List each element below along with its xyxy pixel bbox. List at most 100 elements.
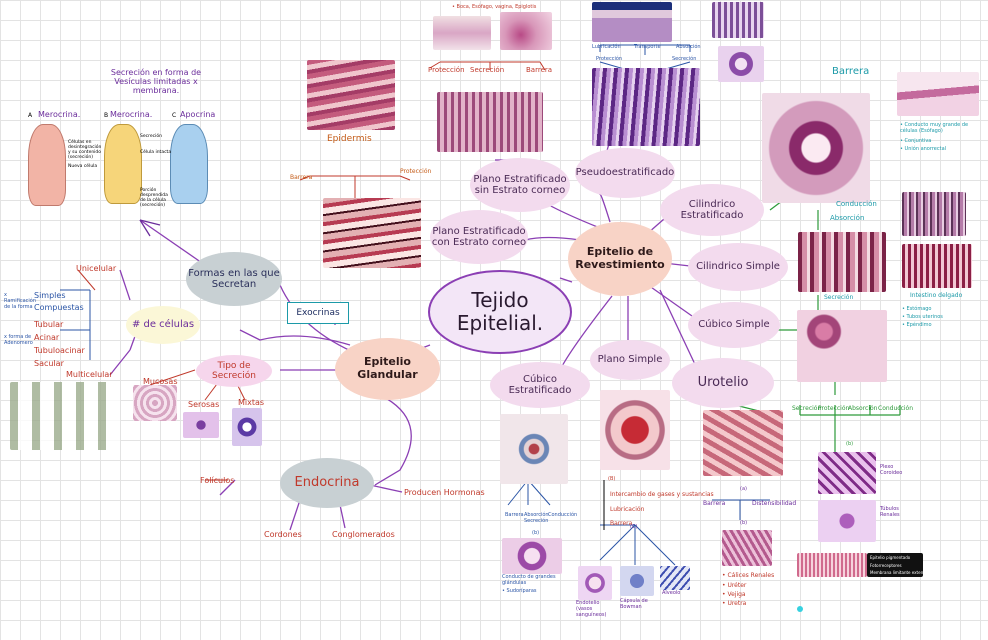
glandular-bubble[interactable]: Epitelio Glandular	[335, 338, 440, 400]
bubble-formas[interactable]: Formas en las que Secretan	[186, 252, 282, 306]
label-c: C	[172, 112, 177, 119]
bubble-pseudo[interactable]: Pseudoestratificado	[575, 148, 675, 198]
bubble-endocrina[interactable]: Endocrina	[280, 458, 374, 508]
urotelio-label: Urotelio	[697, 374, 749, 390]
bubble-cub-estrat[interactable]: Cúbico Estratificado	[490, 362, 590, 408]
label-row-3: Conducción	[878, 405, 914, 412]
histology-image-tubulos	[818, 500, 876, 542]
label-top-barrera: Barrera	[526, 66, 553, 74]
label-endotelio: Endotelio (vasos sanguíneos)	[576, 600, 607, 618]
label-r-barrera: Barrera	[832, 66, 870, 77]
histology-image-plano-simple	[600, 390, 670, 470]
label-r-secrecion: Secreción	[824, 294, 854, 301]
center-bubble[interactable]: Tejido Epitelial.	[428, 270, 572, 354]
label-ureter: • Uréter	[722, 582, 747, 589]
label-r-conjuntiva: • Conjuntiva	[900, 138, 932, 144]
plano-simple-label: Plano Simple	[597, 354, 663, 366]
histology-image-pseudo-main	[592, 68, 700, 146]
label-simples: Simples	[34, 291, 66, 300]
bubble-urotelio[interactable]: Urotelio	[672, 358, 774, 408]
label-top-proteccion: Protección	[428, 66, 465, 74]
label-ps-absorcion: Absorción	[676, 44, 701, 50]
cub-estrat-label: Cúbico Estratificado	[508, 373, 572, 397]
label-cub-barrera: Barrera	[505, 512, 524, 518]
histology-image-intestino-1	[902, 192, 966, 236]
histology-image-serosas	[183, 412, 219, 438]
label-ps-secrecion: Secreción	[672, 56, 697, 62]
histology-image-cil-estrat	[762, 93, 870, 203]
histology-image-urotelio	[703, 410, 783, 476]
bubble-plano-simple[interactable]: Plano Simple	[590, 340, 670, 380]
label-urotelio-a: (a)	[740, 486, 747, 492]
annotation-4: Célula intacta	[140, 150, 172, 155]
label-compuestas: Compuestas	[34, 303, 84, 312]
label-r-conduccion: Conducción	[836, 200, 877, 208]
gland-b	[104, 124, 142, 204]
gland-diagrams	[10, 382, 120, 450]
histology-image-cub-estrat	[500, 414, 568, 484]
label-a: A	[28, 112, 33, 119]
label-caja-2: Fotorreceptores	[870, 563, 902, 568]
label-plano-c: (C)	[630, 524, 638, 530]
label-ps-transporte: Transporte	[634, 44, 661, 50]
histology-image-plano-sin	[437, 92, 543, 152]
label-alveolo: Alveolo	[662, 590, 681, 596]
bubble-cil-simple[interactable]: Cilindrico Simple	[688, 243, 788, 291]
histology-image-cil-simple	[798, 232, 886, 292]
exocrinas-box[interactable]: Exocrinas	[287, 302, 349, 324]
annotation-3: Secreción	[140, 134, 162, 139]
bubble-plano-con[interactable]: Plano Estratificado con Estrato corneo	[430, 210, 528, 264]
label-plexo-note: Plexo Coroideo	[880, 464, 903, 476]
label-acinar: Acinar	[34, 333, 60, 342]
label-r-estomago: • Estómago	[902, 306, 932, 312]
bubble-plano-sin[interactable]: Plano Estratificado sin Estrato corneo	[470, 158, 570, 212]
label-caja-1: Epitelio pigmentado	[870, 555, 911, 560]
formas-label: Formas en las que Secretan	[188, 267, 280, 291]
cursor-dot	[797, 606, 803, 612]
histology-image-urotelio-b	[722, 530, 772, 566]
annotation-1: Células en desintegración y su contenido…	[68, 140, 102, 160]
label-conducto: Conducto de grandes glándulas	[502, 574, 556, 586]
bubble-cub-simple[interactable]: Cúbico Simple	[688, 302, 780, 348]
histology-image-intestino-2	[902, 244, 972, 288]
label-tubuloacinar: Tubuloacinar	[34, 346, 85, 355]
label-conglomerados: Conglomerados	[332, 530, 395, 539]
label-merocrina-b: Merocrina.	[110, 110, 153, 119]
label-calices: • Cálices Renales	[722, 572, 775, 579]
bubble-celulas[interactable]: # de células	[126, 306, 200, 344]
histology-image-endotelio	[578, 566, 612, 600]
label-r-epend: • Epéndimo	[902, 322, 932, 328]
cub-simple-label: Cúbico Simple	[698, 319, 770, 331]
label-apocrina: Apocrina	[180, 110, 216, 119]
label-capsula: Cápsula de Bowman	[620, 598, 648, 610]
label-merocrina-a: Merocrina.	[38, 110, 81, 119]
bubble-tipo[interactable]: Tipo de Secreción	[196, 355, 272, 387]
label-plano-barrera: Barrera	[610, 520, 633, 527]
label-cordones: Cordones	[264, 530, 302, 539]
label-intercambio: Intercambio de gases y sustancias	[610, 491, 714, 498]
label-r-intestino: Intestino delgado	[910, 292, 963, 299]
revestimiento-title: Epitelio de Revestimiento	[575, 245, 665, 271]
label-r-absorcion: Absorción	[830, 214, 865, 222]
histology-image-esofago	[500, 12, 552, 50]
label-plano-lubricacion: Lubricación	[610, 506, 645, 513]
label-tubulo: Túbulos Renales	[880, 506, 900, 518]
revestimiento-bubble[interactable]: Epitelio de Revestimiento	[568, 222, 672, 296]
label-epidermis: Epidermis	[327, 134, 372, 144]
label-top-secrecion: Secreción	[470, 66, 505, 74]
histology-image-epidermis-top	[307, 60, 395, 130]
histology-image-pseudo-2	[712, 2, 764, 38]
label-uretra: • Uretra	[722, 600, 747, 607]
secretion-title: Secreción en forma de Vesículas limitada…	[110, 68, 202, 95]
histology-image-mucosas	[133, 385, 177, 421]
label-row-2: Absorción	[848, 405, 878, 412]
label-plano-b: (B)	[608, 476, 616, 482]
label-epi-barrera: Barrera	[290, 174, 313, 181]
label-r-conduct-note: • Conducto muy grande de células (Esófag…	[900, 122, 969, 134]
label-serosas: Serosas	[188, 400, 220, 409]
cil-estrat-label: Cilindrico Estratificado	[680, 198, 744, 222]
label-row-0: Secreción	[792, 405, 822, 412]
bubble-cil-estrat[interactable]: Cilindrico Estratificado	[660, 184, 764, 236]
annotation-5: Porción desprendida de la célula (secrec…	[140, 188, 168, 208]
